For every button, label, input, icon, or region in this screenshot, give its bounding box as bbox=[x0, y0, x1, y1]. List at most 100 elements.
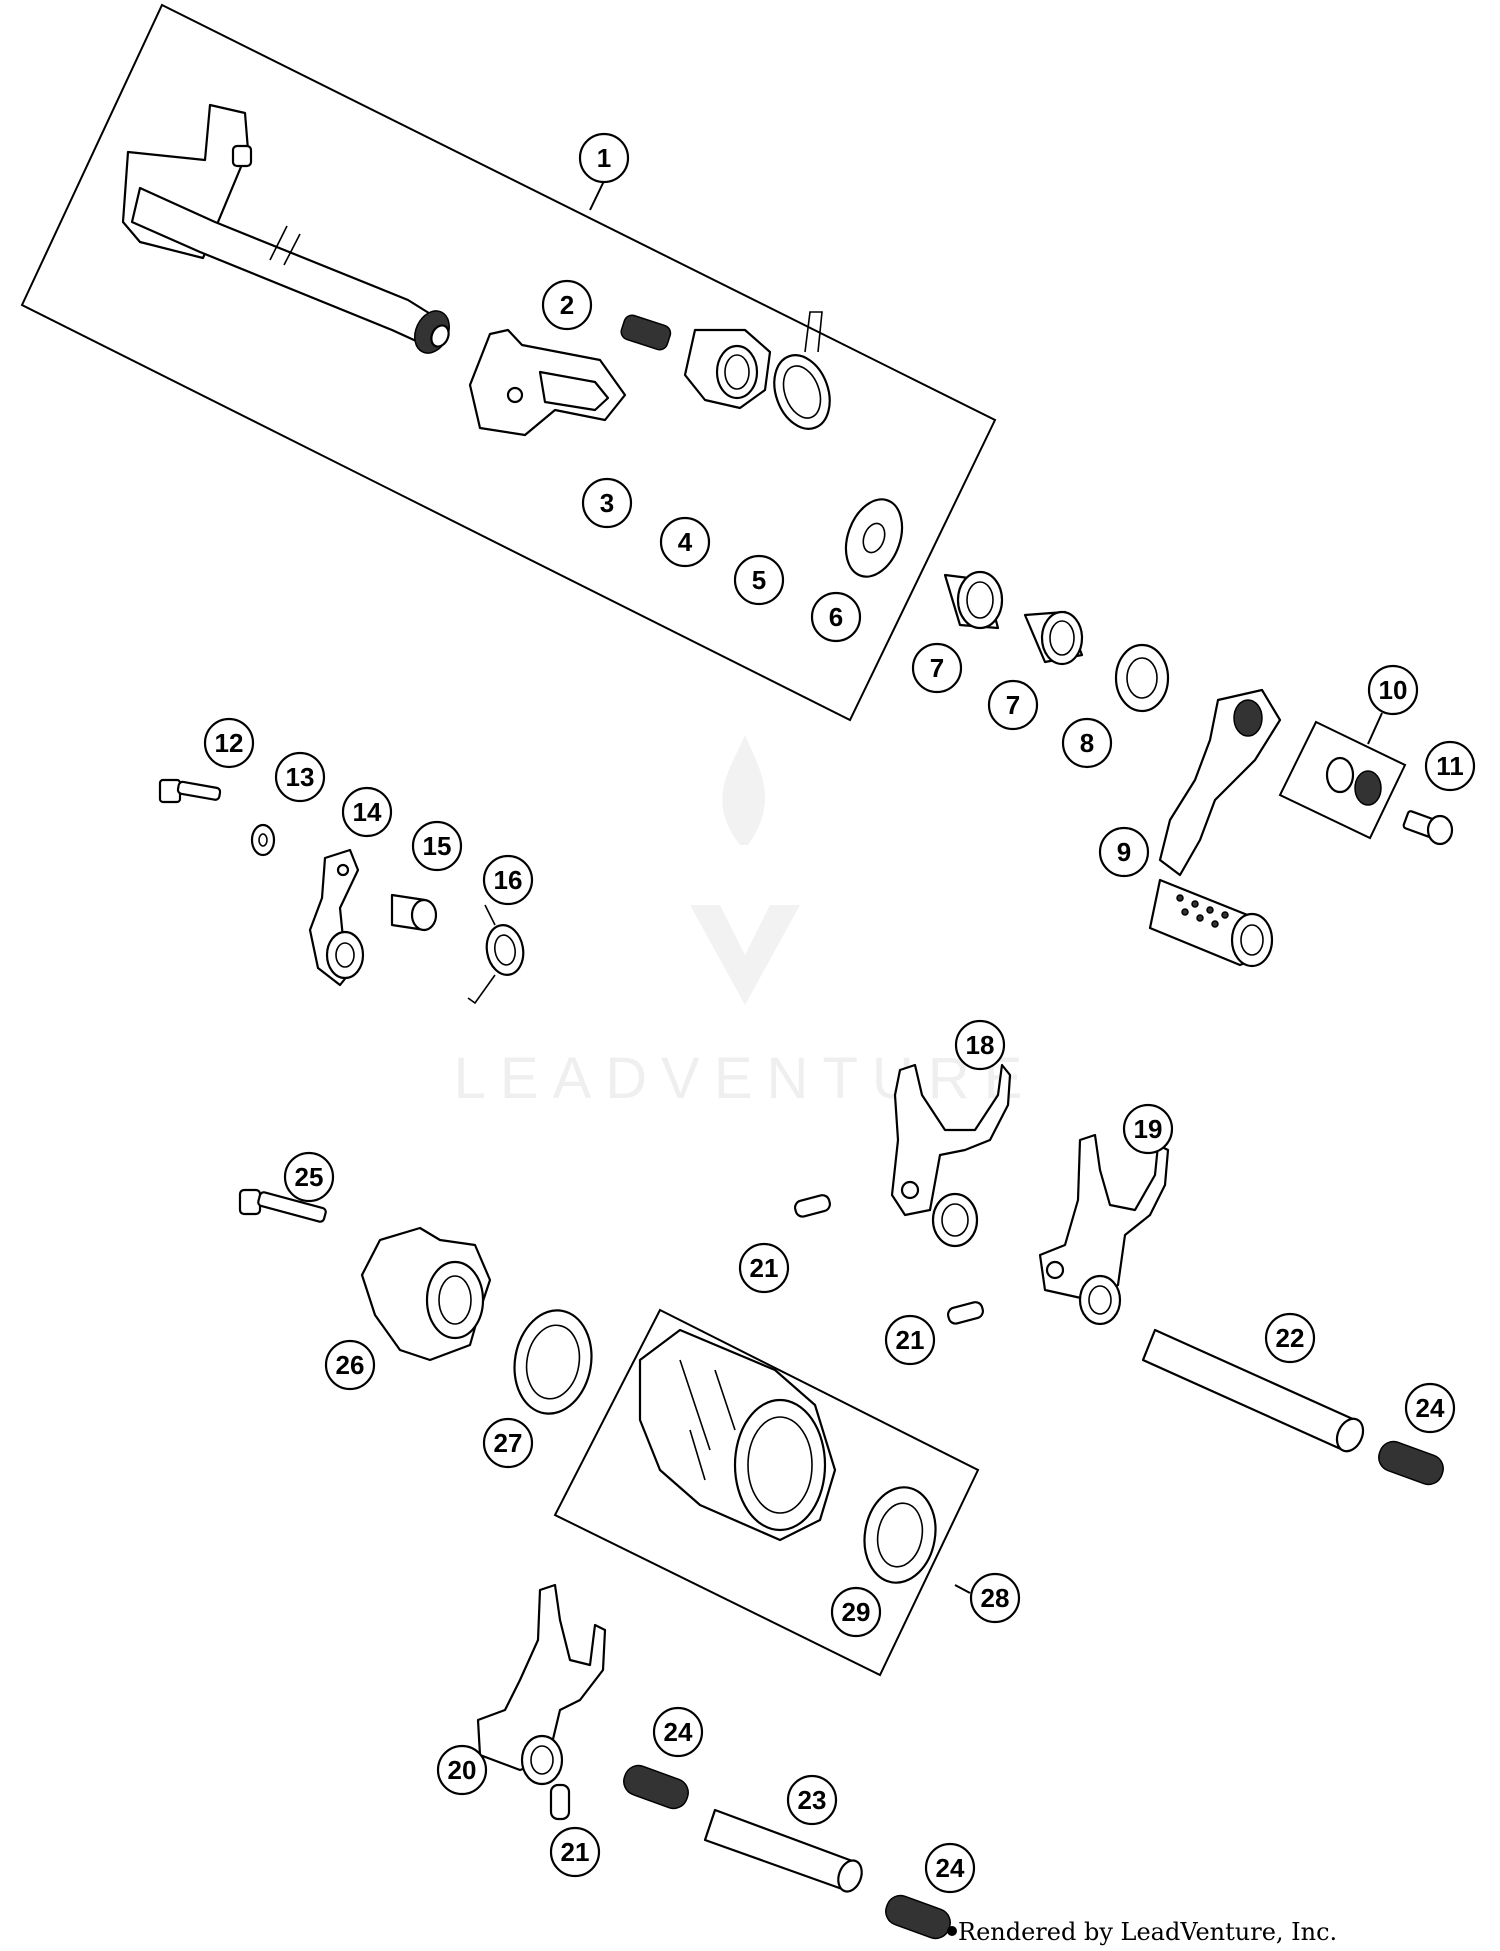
lever-bolt-part bbox=[1402, 810, 1454, 846]
svg-text:2: 2 bbox=[560, 290, 574, 320]
screw-25-part bbox=[238, 1188, 327, 1223]
callout-6: 6 bbox=[810, 591, 862, 643]
shift-fork-20-part bbox=[476, 1583, 607, 1786]
assembly-frame-washer-set bbox=[1278, 720, 1407, 840]
svg-text:8: 8 bbox=[1080, 728, 1094, 758]
detent-arm-part bbox=[308, 848, 365, 987]
svg-text:22: 22 bbox=[1276, 1323, 1305, 1353]
shift-drum-star-part bbox=[360, 1226, 492, 1362]
shift-drum-part bbox=[638, 1328, 837, 1542]
svg-text:28: 28 bbox=[981, 1583, 1010, 1613]
leader-1 bbox=[589, 180, 605, 211]
shift-shaft-part bbox=[121, 103, 450, 354]
callout-15: 15 bbox=[411, 820, 463, 872]
callout-7b: 7 bbox=[987, 679, 1039, 731]
pin-21b-part bbox=[946, 1301, 984, 1325]
svg-text:21: 21 bbox=[896, 1325, 925, 1355]
leader-28 bbox=[954, 1584, 971, 1594]
svg-text:12: 12 bbox=[215, 728, 244, 758]
callout-4: 4 bbox=[659, 516, 711, 568]
footer-credit: Rendered by LeadVenture, Inc. bbox=[958, 1918, 1337, 1946]
svg-text:6: 6 bbox=[829, 602, 843, 632]
spring-24c-part bbox=[885, 1894, 951, 1940]
bearing-29-part bbox=[863, 1486, 937, 1584]
bushing-part-b bbox=[1023, 610, 1084, 666]
spring-24a-part bbox=[1378, 1440, 1444, 1486]
callout-21c: 21 bbox=[549, 1826, 601, 1878]
footer-marker-dot bbox=[947, 1926, 957, 1936]
fork-rod-23-part bbox=[703, 1808, 863, 1893]
callout-29: 29 bbox=[830, 1586, 882, 1638]
collar-part bbox=[683, 328, 772, 410]
shift-fork-18-part bbox=[890, 1063, 1012, 1248]
assembly-frame-shift-drum bbox=[553, 1308, 980, 1677]
shift-lever-part bbox=[1148, 688, 1282, 968]
pin-21c-part bbox=[549, 1783, 571, 1821]
callout-12: 12 bbox=[203, 717, 255, 769]
svg-text:5: 5 bbox=[752, 565, 766, 595]
spring-part bbox=[620, 314, 672, 351]
pin-21a-part bbox=[793, 1194, 831, 1218]
svg-text:4: 4 bbox=[678, 527, 693, 557]
leader-10 bbox=[1367, 712, 1383, 745]
callout-22: 22 bbox=[1264, 1312, 1316, 1364]
callout-21b: 21 bbox=[884, 1314, 936, 1366]
svg-text:25: 25 bbox=[295, 1162, 324, 1192]
callout-27: 27 bbox=[482, 1417, 534, 1469]
svg-text:18: 18 bbox=[966, 1030, 995, 1060]
svg-text:21: 21 bbox=[561, 1837, 590, 1867]
guide-plate-part bbox=[468, 328, 627, 437]
svg-text:29: 29 bbox=[842, 1597, 871, 1627]
fork-rod-22-part bbox=[1141, 1328, 1365, 1453]
callout-9: 9 bbox=[1098, 826, 1150, 878]
callout-10: 10 bbox=[1367, 664, 1419, 716]
svg-text:10: 10 bbox=[1379, 675, 1408, 705]
callout-20: 20 bbox=[436, 1744, 488, 1796]
callout-24a: 24 bbox=[1404, 1382, 1456, 1434]
svg-text:7: 7 bbox=[930, 653, 944, 683]
assembly-frame-shift-shaft bbox=[20, 3, 997, 722]
callout-25: 25 bbox=[283, 1151, 335, 1203]
callout-2: 2 bbox=[541, 279, 593, 331]
svg-text:16: 16 bbox=[494, 865, 523, 895]
callout-5: 5 bbox=[733, 554, 785, 606]
callout-3: 3 bbox=[581, 477, 633, 529]
callout-19: 19 bbox=[1122, 1103, 1174, 1155]
svg-text:11: 11 bbox=[1436, 751, 1464, 781]
leadventure-watermark: LEADVENTURE bbox=[454, 735, 1037, 1111]
svg-text:24: 24 bbox=[1416, 1393, 1445, 1423]
watermark-text: LEADVENTURE bbox=[454, 1046, 1037, 1111]
svg-text:15: 15 bbox=[423, 831, 452, 861]
svg-text:21: 21 bbox=[750, 1253, 779, 1283]
callout-24c: 24 bbox=[924, 1842, 976, 1894]
callout-18: 18 bbox=[954, 1019, 1006, 1071]
svg-text:3: 3 bbox=[600, 488, 614, 518]
spring-24b-part bbox=[623, 1764, 689, 1810]
detent-spring-part bbox=[467, 904, 525, 1005]
bushing-part-a bbox=[943, 570, 1004, 630]
svg-text:9: 9 bbox=[1117, 837, 1131, 867]
svg-text:13: 13 bbox=[286, 762, 315, 792]
callout-13: 13 bbox=[274, 751, 326, 803]
bearing-27-part bbox=[513, 1309, 593, 1415]
callout-8: 8 bbox=[1061, 717, 1113, 769]
callout-1: 1 bbox=[578, 132, 630, 184]
bolt-12-part bbox=[158, 778, 222, 804]
svg-text:19: 19 bbox=[1134, 1114, 1163, 1144]
washer-13-part bbox=[250, 823, 276, 857]
shift-fork-19-part bbox=[1038, 1133, 1170, 1326]
callout-21a: 21 bbox=[738, 1242, 790, 1294]
svg-text:14: 14 bbox=[353, 797, 382, 827]
callout-14: 14 bbox=[341, 786, 393, 838]
svg-text:24: 24 bbox=[936, 1853, 965, 1883]
svg-text:7: 7 bbox=[1006, 690, 1020, 720]
callout-7a: 7 bbox=[911, 642, 963, 694]
callout-23: 23 bbox=[786, 1774, 838, 1826]
svg-text:26: 26 bbox=[336, 1350, 365, 1380]
svg-text:24: 24 bbox=[664, 1717, 693, 1747]
return-spring-part bbox=[773, 311, 831, 430]
shaft-seal-part bbox=[1114, 643, 1170, 713]
callout-24b: 24 bbox=[652, 1706, 704, 1758]
callout-26: 26 bbox=[324, 1339, 376, 1391]
callout-16: 16 bbox=[482, 854, 534, 906]
